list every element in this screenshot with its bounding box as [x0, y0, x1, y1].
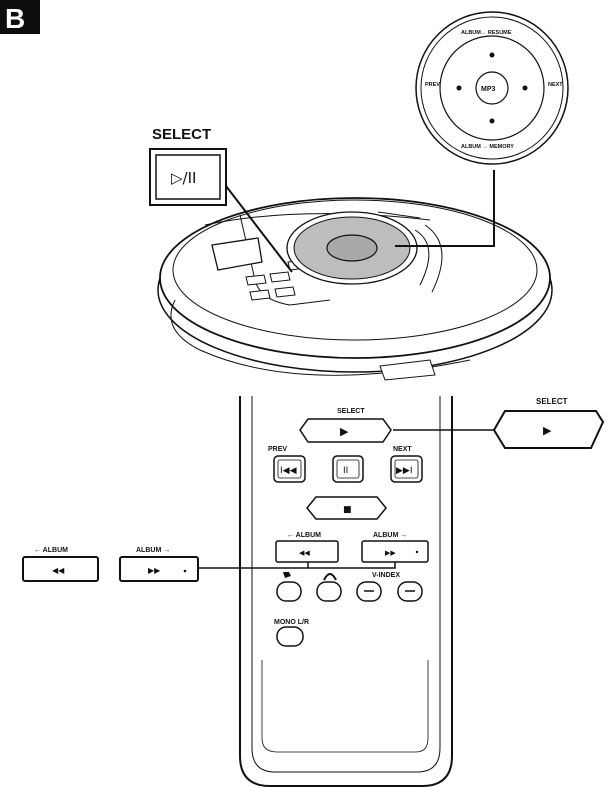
- remote-album-up-icon: ▶▶: [385, 549, 396, 557]
- remote-album-up-button[interactable]: ▶▶: [361, 540, 429, 563]
- dial-right-label: NEXT: [548, 82, 563, 88]
- remote-skip-back-icon: I◀◀: [280, 466, 297, 476]
- remote-skip-forward-icon: ▶▶I: [396, 466, 413, 476]
- select-play-pause-button[interactable]: ▷/II: [149, 148, 227, 206]
- callout-album-up-icon: ▶▶: [148, 566, 161, 575]
- remote-vindex-minus-button[interactable]: [356, 581, 382, 602]
- callout-album-down-label: ← ALBUM: [34, 547, 68, 554]
- dial-left-dot-icon: [456, 85, 462, 91]
- remote-album-down-icon: ◀◀: [299, 549, 310, 557]
- remote-stop-button[interactable]: ■: [306, 496, 387, 520]
- callout-album-up-button[interactable]: ▶▶: [119, 556, 199, 582]
- select-label: SELECT: [152, 126, 211, 143]
- dial-leader-line: [395, 170, 495, 247]
- remote-select-play-button[interactable]: ▶: [299, 418, 392, 443]
- dial-up-dot-icon: [489, 52, 495, 58]
- callout-select-label: SELECT: [536, 397, 568, 406]
- callout-select-play-button[interactable]: ▶: [492, 410, 605, 449]
- figure-badge-text: B: [5, 3, 25, 34]
- figure-badge: B: [0, 0, 40, 34]
- remote-play-icon: ▶: [340, 425, 349, 438]
- remote-next-label: NEXT: [393, 446, 412, 453]
- callout-album-up-label: ALBUM →: [136, 547, 170, 554]
- remote-mono-button[interactable]: [276, 626, 304, 647]
- display-window: [211, 237, 263, 271]
- dial-center-button[interactable]: [475, 71, 509, 105]
- remote-album-up-label: ALBUM →: [373, 532, 407, 539]
- remote-mode-icon: [283, 572, 291, 578]
- remote-vindex-label: V-INDEX: [372, 572, 400, 579]
- remote-headphone-button[interactable]: [316, 573, 342, 602]
- select-leader-line: [225, 185, 293, 273]
- remote-select-label: SELECT: [337, 408, 365, 415]
- remote-prev-label: PREV: [268, 446, 287, 453]
- dial-right-dot-icon: [522, 85, 528, 91]
- dial-callout: MP3 ALBUM← RESUME ALBUM → MEMORY PREV NE…: [415, 11, 569, 165]
- play-pause-icon: ▷/II: [171, 169, 196, 187]
- callout-play-icon: ▶: [543, 424, 552, 437]
- remote-next-button[interactable]: ▶▶I: [390, 455, 423, 483]
- headphones-icon: [323, 573, 337, 581]
- callout-album-down-icon: ◀◀: [52, 566, 65, 575]
- remote-mode-button[interactable]: [276, 572, 302, 602]
- dial-bottom-label: ALBUM → MEMORY: [461, 144, 514, 150]
- cd-player-illustration: [157, 197, 553, 381]
- dial-center-label: MP3: [481, 86, 496, 93]
- dial-down-dot-icon: [489, 118, 495, 124]
- remote-pause-button[interactable]: II: [332, 455, 364, 483]
- remote-album-down-label: ← ALBUM: [287, 532, 321, 539]
- remote-mono-label: MONO L/R: [274, 619, 309, 626]
- remote-album-down-button[interactable]: ◀◀: [275, 540, 339, 563]
- remote-stop-icon: ■: [343, 505, 352, 515]
- remote-prev-button[interactable]: I◀◀: [273, 455, 306, 483]
- callout-album-down-button[interactable]: ◀◀: [22, 556, 99, 582]
- remote-control: [239, 396, 453, 787]
- dial-top-label: ALBUM← RESUME: [461, 30, 512, 36]
- album-callout-leader-line: [198, 562, 396, 569]
- remote-vindex-plus-button[interactable]: [397, 581, 423, 602]
- remote-pause-icon: II: [343, 466, 348, 476]
- dial-left-label: PREV: [425, 82, 440, 88]
